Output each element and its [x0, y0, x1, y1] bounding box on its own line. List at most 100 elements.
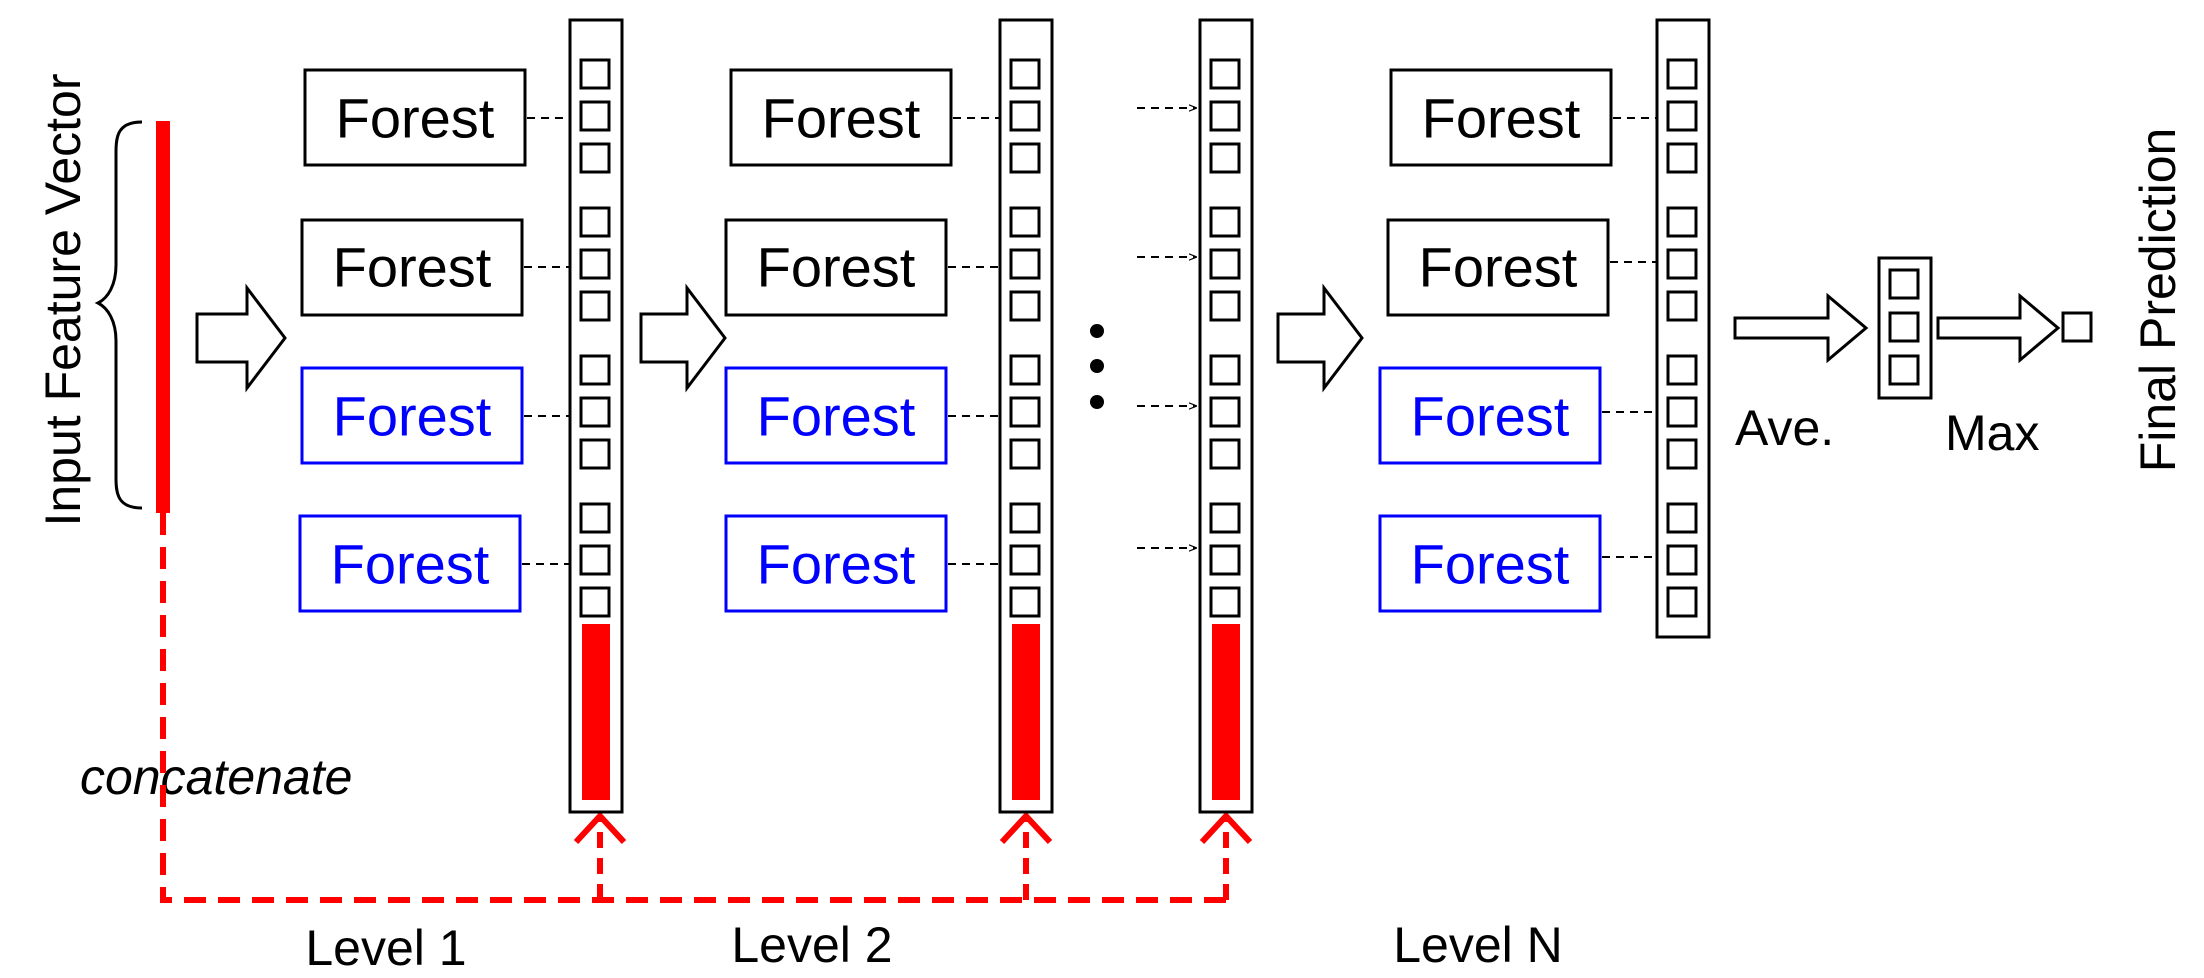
class-vector-cell	[1009, 142, 1041, 174]
forest-label: Forest	[333, 236, 492, 299]
class-vector-cell	[1009, 586, 1041, 618]
input-feature-vector-label: Input Feature Vector	[35, 73, 91, 526]
class-vector-cell	[579, 586, 611, 618]
class-vector-cell	[1009, 100, 1041, 132]
concatenated-input-segment	[582, 624, 610, 800]
block-arrow-to-max	[1936, 292, 2061, 364]
forest-box-level-1-b	[300, 218, 524, 317]
forest-label: Forest	[1411, 385, 1570, 448]
concatenated-input-segment	[1212, 624, 1240, 800]
class-vector-cell	[1009, 502, 1041, 534]
final-prediction-label: Final Prediction	[2130, 128, 2186, 473]
block-arrow-level-1-to-level-2	[639, 283, 727, 393]
average-label: Ave.	[1735, 400, 1834, 456]
forest-box-level-n-d	[1378, 514, 1602, 613]
class-vector-cell	[1009, 438, 1041, 470]
block-arrow-to-level-n	[1276, 283, 1364, 393]
concatenate-arrowhead-3	[1199, 811, 1253, 845]
forest-label: Forest	[331, 533, 490, 596]
class-vector-cell	[579, 290, 611, 322]
ellipsis-dot	[1090, 324, 1104, 338]
class-vector-cell	[579, 100, 611, 132]
forest-box-level-2-b	[724, 218, 948, 317]
class-vector-cell	[579, 354, 611, 386]
forest-box-level-n-b	[1386, 218, 1610, 317]
final-prediction-cell	[2061, 311, 2093, 343]
forest-box-level-2-a	[729, 68, 953, 167]
forest-label: Forest	[1419, 236, 1578, 299]
level-label: Level N	[1393, 917, 1563, 973]
class-vector-cell	[1209, 58, 1241, 90]
forest-box-level-2-d	[724, 514, 948, 613]
ellipsis-dot	[1090, 359, 1104, 373]
class-vector-cell	[1009, 248, 1041, 280]
class-vector-cell	[1009, 290, 1041, 322]
forest-label: Forest	[1411, 533, 1570, 596]
concatenate-arrowhead-1	[573, 811, 627, 845]
forest-box-level-n-c	[1378, 366, 1602, 465]
class-vector-cell	[1666, 354, 1698, 386]
forest-label: Forest	[336, 87, 495, 150]
class-vector-cell	[1666, 438, 1698, 470]
forest-box-level-2-c	[724, 366, 948, 465]
class-vector-cell	[1209, 248, 1241, 280]
class-vector-cell	[1666, 142, 1698, 174]
forest-box-level-1-c	[300, 366, 524, 465]
class-vector-cell	[1209, 354, 1241, 386]
level-label: Level 2	[731, 917, 892, 973]
class-vector-cell	[1009, 544, 1041, 576]
class-vector-cell	[1666, 544, 1698, 576]
forest-box-level-1-d	[298, 514, 522, 613]
max-label: Max	[1945, 405, 2039, 461]
class-vector-cell	[1009, 396, 1041, 428]
class-vector-cell	[1209, 100, 1241, 132]
concatenate-arrowhead-2	[999, 811, 1053, 845]
class-vector-cell	[1666, 100, 1698, 132]
class-vector-cell	[1009, 354, 1041, 386]
class-vector-cell	[1666, 290, 1698, 322]
forest-label: Forest	[1422, 87, 1581, 150]
level-label: Level 1	[305, 920, 466, 976]
average-vector-cell	[1888, 354, 1920, 386]
class-vector-cell	[1666, 206, 1698, 238]
forest-label: Forest	[757, 385, 916, 448]
class-vector-cell	[1009, 206, 1041, 238]
concatenate-path	[160, 513, 1226, 903]
class-vector-cell	[1666, 396, 1698, 428]
class-vector-cell	[1209, 586, 1241, 618]
class-vector-cell	[1209, 290, 1241, 322]
class-vector-cell	[1666, 248, 1698, 280]
class-vector-cell	[1209, 396, 1241, 428]
forest-box-level-n-a	[1389, 68, 1613, 167]
forest-label: Forest	[757, 236, 916, 299]
class-vector-cell	[1666, 58, 1698, 90]
block-arrow-to-average	[1733, 292, 1869, 364]
class-vector-cell	[579, 206, 611, 238]
ellipsis-dot	[1090, 395, 1104, 409]
concatenate-label: concatenate	[80, 749, 352, 805]
forest-label: Forest	[757, 533, 916, 596]
class-vector-cell	[579, 248, 611, 280]
class-vector-cell	[579, 438, 611, 470]
class-vector-cell	[1209, 438, 1241, 470]
input-brace	[94, 120, 143, 510]
average-vector-cell	[1888, 311, 1920, 343]
class-vector-cell	[1666, 586, 1698, 618]
class-vector-cell	[1209, 544, 1241, 576]
forest-label: Forest	[333, 385, 492, 448]
class-vector-cell	[579, 502, 611, 534]
class-vector-cell	[579, 396, 611, 428]
class-vector-cell	[579, 58, 611, 90]
forest-label: Forest	[762, 87, 921, 150]
class-vector-cell	[1666, 502, 1698, 534]
class-vector-cell	[1209, 206, 1241, 238]
class-vector-cell	[579, 544, 611, 576]
class-vector-cell	[1209, 502, 1241, 534]
class-vector-cell	[1009, 58, 1041, 90]
vector-columns	[568, 18, 1711, 814]
class-vector-cell	[579, 142, 611, 174]
block-arrow-input-to-level-1	[195, 283, 287, 393]
input-feature-vector-bar	[156, 121, 170, 513]
forest-box-level-1-a	[303, 68, 527, 167]
